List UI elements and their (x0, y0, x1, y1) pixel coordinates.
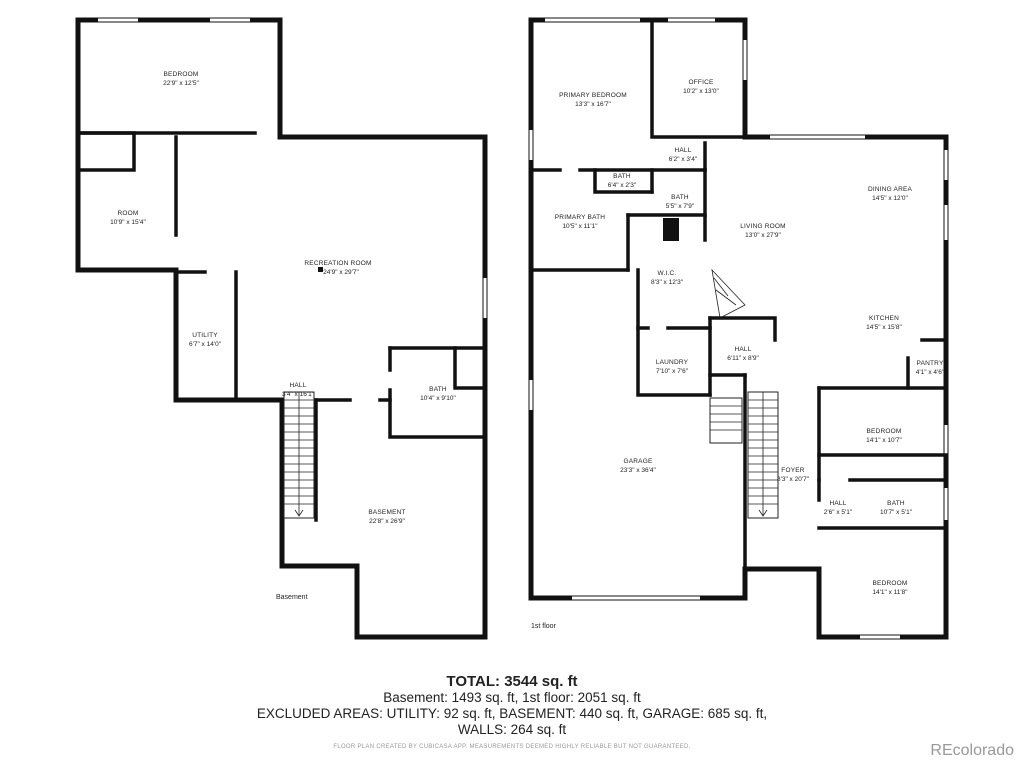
room-bath-mid-dims: 5'5" x 7'9" (666, 203, 695, 210)
basement-stairs (283, 391, 315, 519)
room-basement-name: BASEMENT (368, 509, 405, 516)
room-kitchen-name: KITCHEN (869, 315, 899, 322)
room-garage-dims: 23'3" x 36'4" (620, 467, 656, 474)
room-basement-dims: 22'8" x 26'9" (369, 518, 405, 525)
summary-floor-areas: Basement: 1493 sq. ft, 1st floor: 2051 s… (383, 690, 641, 705)
room-hall-top-name: HALL (674, 147, 691, 154)
room-primary-bedroom-dims: 13'3" x 16'7" (575, 101, 611, 108)
basement-floor-plan: BEDROOM 22'9" x 12'5" ROOM 10'9" x 15'4"… (75, 17, 488, 640)
room-bath-small-dims: 6'4" x 2'3" (608, 182, 637, 189)
room-utility-dims: 6'7" x 14'0" (189, 341, 222, 348)
room-foyer-dims: 8'3" x 20'7" (777, 476, 810, 483)
room-office-name: OFFICE (688, 79, 713, 86)
room-bath-dims: 10'4" x 9'10" (420, 395, 456, 402)
room-hall-dims: 3'4" x 16'1" (282, 391, 315, 398)
room-room-dims: 10'9" x 15'4" (110, 219, 146, 226)
room-utility-name: UTILITY (192, 332, 218, 339)
room-laundry-name: LAUNDRY (656, 359, 689, 366)
room-primary-bath-dims: 10'5" x 11'1" (562, 223, 598, 230)
room-bath-name: BATH (429, 386, 447, 393)
room-hall-mid-name: HALL (734, 346, 751, 353)
room-garage-name: GARAGE (623, 458, 652, 465)
room-office-dims: 10'2" x 13'0" (683, 88, 719, 95)
room-hall-small-dims: 2'6" x 5'1" (824, 509, 853, 516)
room-primary-bath-name: PRIMARY BATH (555, 214, 606, 221)
room-dining-dims: 14'5" x 12'0" (872, 195, 908, 202)
room-primary-bedroom-name: PRIMARY BEDROOM (559, 92, 627, 99)
room-pantry-dims: 4'1" x 4'6" (916, 369, 945, 376)
floor-plan-drawing: BEDROOM 22'9" x 12'5" ROOM 10'9" x 15'4"… (75, 17, 949, 640)
room-bath-small-name: BATH (613, 173, 631, 180)
room-bedroom-name: BEDROOM (164, 71, 199, 78)
room-living-name: LIVING ROOM (740, 223, 786, 230)
disclaimer-footnote: FLOOR PLAN CREATED BY CUBICASA APP. MEAS… (333, 744, 691, 750)
first-floor-plan: PRIMARY BEDROOM 13'3" x 16'7" OFFICE 10'… (528, 17, 949, 640)
room-room-name: ROOM (117, 210, 138, 217)
room-bath-b-name: BATH (887, 500, 905, 507)
room-pantry-name: PANTRY (917, 360, 944, 367)
room-hall-mid-dims: 6'11" x 8'9" (727, 355, 759, 362)
room-bedroom-b-dims: 14'1" x 11'8" (872, 589, 908, 596)
room-wic-dims: 8'3" x 12'3" (651, 279, 684, 286)
room-bedroom-a-name: BEDROOM (867, 428, 902, 435)
room-bedroom-a-dims: 14'1" x 10'7" (866, 437, 902, 444)
recolorado-watermark: REcolorado (930, 742, 1014, 759)
first-floor-label: 1st floor (531, 623, 557, 630)
basement-floor-label: Basement (276, 594, 308, 601)
room-dining-name: DINING AREA (868, 186, 913, 193)
summary-walls: WALLS: 264 sq. ft (457, 722, 567, 737)
room-hall-small-name: HALL (829, 500, 846, 507)
room-bath-b-dims: 10'7" x 5'1" (880, 509, 913, 516)
summary-excluded-areas: EXCLUDED AREAS: UTILITY: 92 sq. ft, BASE… (256, 706, 768, 721)
room-bedroom-dims: 22'9" x 12'5" (163, 80, 199, 87)
room-wic-name: W.I.C. (658, 270, 677, 277)
room-living-dims: 13'0" x 27'9" (745, 232, 781, 239)
room-recreation-dims: 24'9" x 29'7" (323, 269, 359, 276)
room-hall-name: HALL (289, 382, 306, 389)
room-bedroom-b-name: BEDROOM (873, 580, 908, 587)
room-recreation-name: RECREATION ROOM (304, 260, 371, 267)
room-foyer-name: FOYER (781, 467, 804, 474)
room-bath-mid-name: BATH (671, 194, 689, 201)
room-laundry-dims: 7'10" x 7'6" (656, 368, 689, 375)
room-hall-top-dims: 6'2" x 3'4" (669, 156, 698, 163)
first-floor-stairs (709, 268, 779, 519)
summary-total: TOTAL: 3544 sq. ft (446, 673, 578, 690)
room-kitchen-dims: 14'5" x 15'8" (866, 324, 902, 331)
